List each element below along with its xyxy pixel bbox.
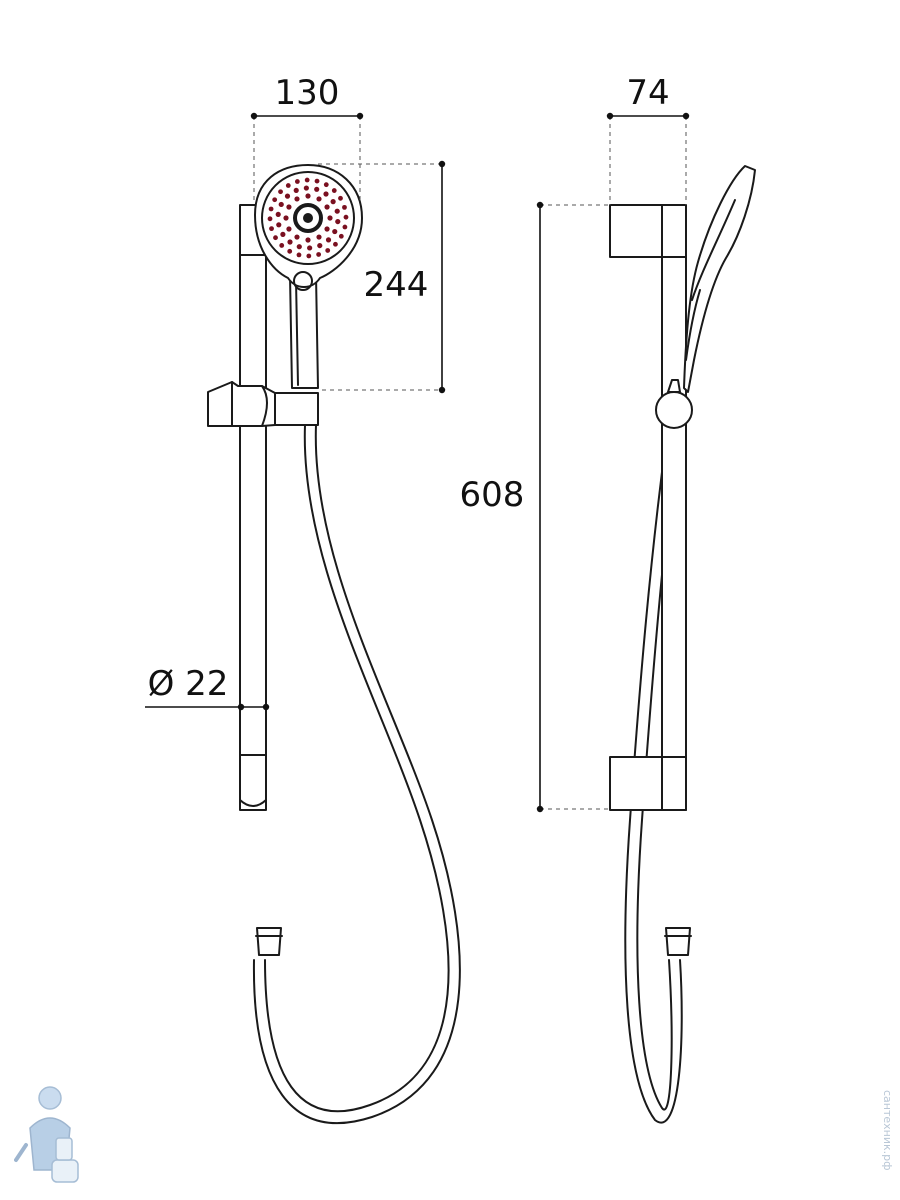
watermark: сантехник.рф [881, 1090, 894, 1171]
nozzle-dot [316, 196, 322, 202]
nozzle-dot [296, 244, 302, 250]
nozzle-dot [296, 252, 302, 258]
front-hose [264, 424, 450, 1113]
nozzle-dot [324, 204, 330, 210]
nozzle-dot [294, 179, 300, 184]
side-bottom-bracket [609, 756, 687, 811]
nozzle-dot [342, 224, 348, 230]
nozzle-dot [305, 193, 311, 199]
front-hose-fitting [255, 927, 283, 956]
nozzle-dot [294, 234, 300, 240]
dim-side-depth: 74 [606, 73, 690, 205]
nozzle-dot [284, 193, 291, 199]
nozzle-dot [316, 234, 322, 240]
nozzle-dot [335, 218, 341, 225]
nozzle-dot [324, 226, 330, 232]
nozzle-dot [267, 216, 273, 222]
nozzle-dot [334, 208, 340, 214]
nozzle-dot [268, 206, 274, 212]
nozzle-dot [330, 199, 336, 205]
nozzle-dot [338, 233, 344, 239]
dim-head-height-label: 244 [364, 265, 429, 305]
nozzle-dot [273, 235, 278, 241]
nozzle-dot [331, 188, 337, 193]
nozzle-dot [333, 241, 338, 247]
nozzle-dot [332, 228, 338, 235]
dim-rail-diameter: Ø 22 [145, 664, 270, 711]
nozzle-dot [343, 214, 349, 220]
plumber-mascot-icon [14, 1086, 79, 1183]
nozzle-dot [307, 245, 313, 251]
nozzle-dot [287, 248, 293, 254]
nozzle-dot [272, 197, 278, 203]
dim-head-width: 130 [250, 73, 364, 200]
nozzle-dot [269, 226, 274, 232]
dim-head-width-label: 130 [275, 73, 340, 113]
side-top-bracket [609, 204, 687, 258]
nozzle-dot [327, 215, 333, 221]
nozzle-dot [285, 183, 291, 188]
nozzle-dot [306, 253, 312, 259]
nozzle-dot [325, 237, 332, 243]
nozzle-dot [323, 191, 329, 197]
nozzle-dot [338, 195, 343, 201]
nozzle-dot [280, 231, 286, 237]
nozzle-dot [278, 201, 284, 208]
front-rail [239, 204, 267, 811]
dim-rail-length: 608 [460, 201, 610, 813]
nozzle-dot [323, 182, 329, 188]
nozzle-dot [279, 243, 285, 248]
nozzle-dot [314, 186, 320, 192]
nozzle-dot [342, 204, 347, 210]
nozzle-dot [304, 177, 310, 183]
front-head-nozzles [267, 177, 349, 259]
side-hose-inner [636, 424, 679, 1111]
side-slider-knob [655, 379, 693, 429]
side-hose [624, 424, 683, 1124]
front-hose-inner [252, 424, 461, 1125]
front-handshower-head [254, 164, 363, 291]
front-handshower-handle [289, 274, 319, 389]
nozzle-dot [325, 248, 331, 253]
nozzle-dot [316, 252, 322, 257]
side-view: 74 608 [460, 73, 756, 1124]
dim-rail-length-label: 608 [460, 475, 525, 515]
nozzle-dot [286, 226, 292, 232]
dim-side-depth-label: 74 [626, 73, 669, 113]
side-hose-fitting [664, 927, 692, 956]
nozzle-dot [276, 222, 282, 228]
nozzle-dot [294, 196, 300, 202]
dim-rail-diameter-label: Ø 22 [148, 664, 229, 704]
side-rail [661, 204, 687, 811]
side-handshower [683, 165, 756, 393]
nozzle-dot [278, 189, 283, 195]
nozzle-dot [287, 239, 293, 245]
front-view: 130 244 Ø 22 [145, 73, 461, 1125]
dim-head-height: 244 [318, 160, 446, 394]
nozzle-dot [305, 237, 311, 243]
front-slider-bracket [207, 381, 319, 427]
nozzle-dot [275, 211, 281, 218]
nozzle-dot [314, 178, 320, 184]
nozzle-dot [317, 242, 323, 249]
nozzle-dot [286, 204, 292, 210]
nozzle-dot [283, 215, 289, 221]
nozzle-dot [303, 185, 309, 191]
nozzle-dot [293, 187, 299, 194]
